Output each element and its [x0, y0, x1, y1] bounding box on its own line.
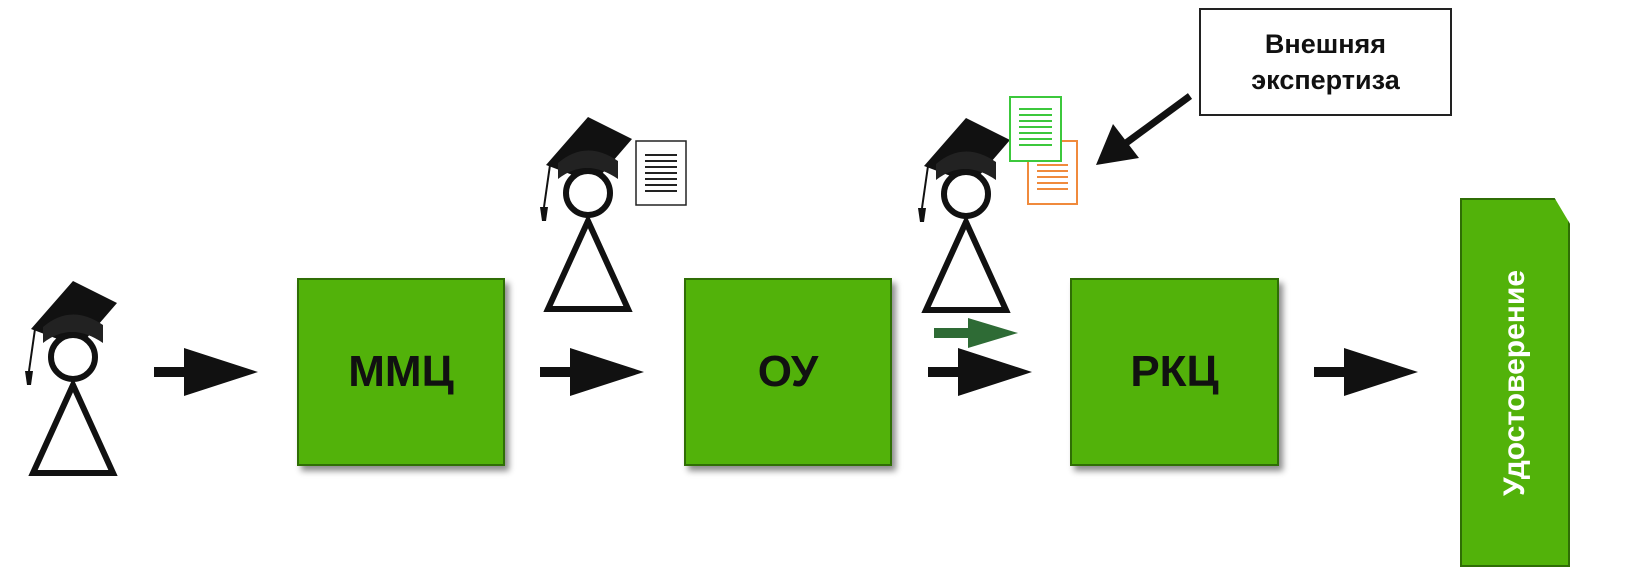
green-document-icon — [1009, 96, 1062, 162]
stage-label-mmc: ММЦ — [348, 347, 454, 396]
document-icon — [635, 140, 687, 206]
certificate: Удостоверение — [1460, 198, 1570, 567]
external-review-arrow — [1096, 93, 1193, 165]
certificate-label: Удостоверение — [1498, 269, 1531, 496]
external-review-line1: Внешняя — [1264, 29, 1387, 59]
arrow-to-rkc — [928, 348, 1032, 396]
stage-label-ou: ОУ — [757, 347, 819, 396]
stage-box-rkc: РКЦ — [1070, 278, 1279, 466]
external-review-line2: экспертиза — [1251, 65, 1400, 95]
stage-label-rkc: РКЦ — [1130, 347, 1219, 396]
stage-box-mmc: ММЦ — [297, 278, 505, 466]
small-green-arrow — [934, 318, 1018, 348]
arrow-to-mmc — [154, 348, 258, 396]
arrow-to-certificate — [1314, 348, 1418, 396]
graduate-figure-1 — [25, 281, 117, 473]
arrow-to-ou — [540, 348, 644, 396]
graduate-figure-3 — [918, 118, 1010, 310]
stage-box-ou: ОУ — [684, 278, 892, 466]
external-review-box: Внешняя экспертиза — [1199, 8, 1452, 116]
graduate-figure-2 — [540, 117, 632, 309]
